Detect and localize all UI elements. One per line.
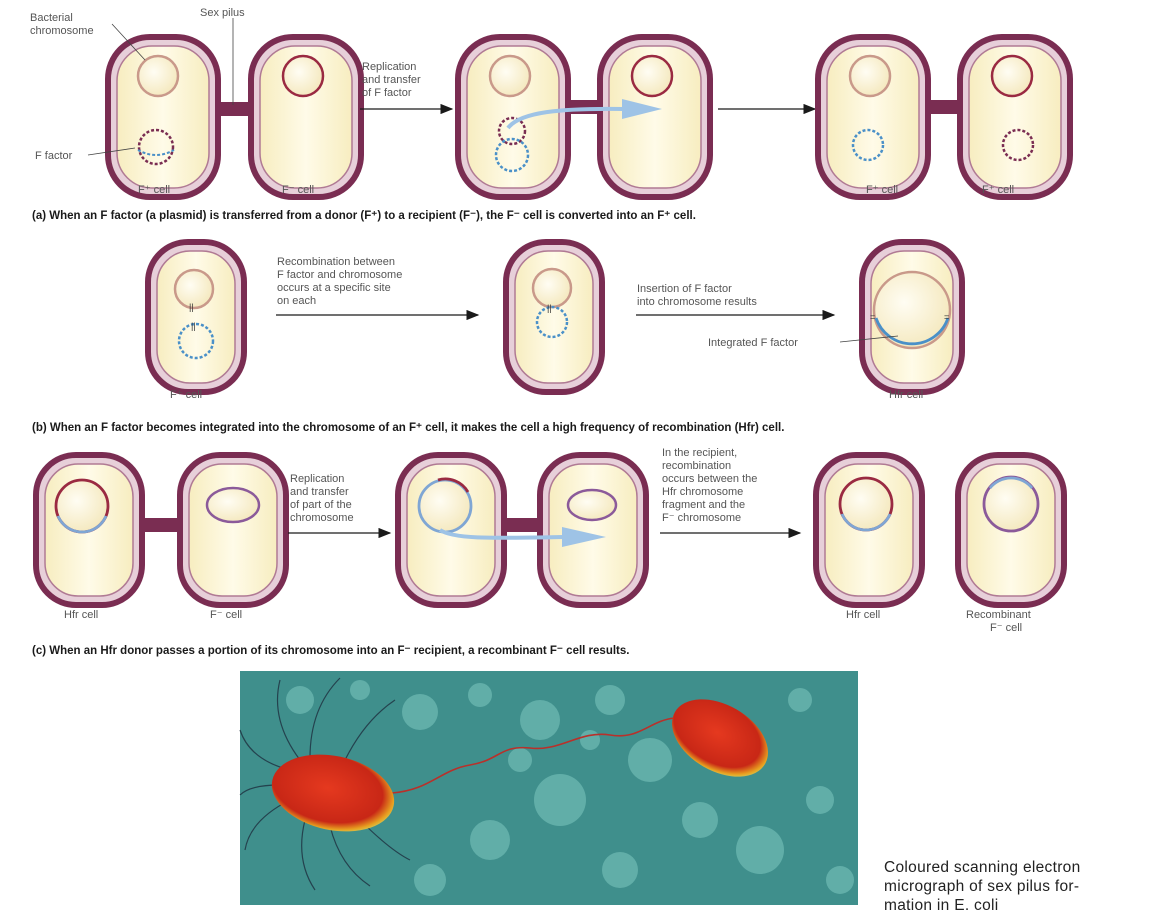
cell-pair-result xyxy=(815,34,1073,200)
label-c-recombinant-2: F⁻ cell xyxy=(990,622,1022,634)
step-c2-line5: fragment and the xyxy=(662,499,745,511)
step-c2-line1: In the recipient, xyxy=(662,447,737,459)
label-integrated-f-factor: Integrated F factor xyxy=(708,337,798,349)
step-c2-line4: Hfr chromosome xyxy=(662,486,743,498)
transfer-arrow-c xyxy=(438,528,566,540)
micrograph-caption-line3: mation in E. coli xyxy=(884,897,999,914)
caption-c: (c) When an Hfr donor passes a portion o… xyxy=(32,645,629,657)
cell-pair-chromosome-transfer xyxy=(395,452,649,608)
step-a1-line2: and transfer xyxy=(362,74,421,86)
bacterial-chromosome xyxy=(136,54,180,98)
integrated-f-factor-segment xyxy=(874,317,950,346)
step-b1-line2: F factor and chromosome xyxy=(277,269,402,281)
panel-c: Hfr cell F⁻ cell Replication and transfe… xyxy=(32,447,1067,657)
step-a1-line1: Replication xyxy=(362,61,416,73)
panel-a: Bacterial chromosome Sex pilus F factor … xyxy=(30,7,1073,222)
label-bacterial-chromosome-2: chromosome xyxy=(30,25,94,37)
micrograph-image xyxy=(239,671,858,905)
recipient-chromosome xyxy=(281,54,325,98)
bacterium-left xyxy=(271,754,395,832)
step-c1-line1: Replication xyxy=(290,473,344,485)
step-b2-line1: Insertion of F factor xyxy=(637,283,732,295)
bacterium-right xyxy=(672,699,768,777)
cell-c-hfr-result xyxy=(813,452,925,608)
svg-text:=: = xyxy=(870,312,875,322)
svg-text:||: || xyxy=(547,303,552,313)
label-sex-pilus: Sex pilus xyxy=(200,7,245,19)
cell-b-hfr: = = xyxy=(859,239,965,395)
label-bacterial-chromosome-1: Bacterial xyxy=(30,12,73,24)
cell-b2: || xyxy=(503,239,605,395)
label-c-hfr-donor: Hfr cell xyxy=(64,609,98,621)
cell-pair-transfer xyxy=(455,34,713,200)
label-b-start-cell: F⁺ cell xyxy=(170,389,202,401)
label-recipient-cell: F⁻ cell xyxy=(282,184,314,196)
micrograph-caption: Coloured scanning electron micrograph of… xyxy=(884,858,1168,915)
step-c1-line4: chromosome xyxy=(290,512,354,524)
cell-c-recombinant xyxy=(955,452,1067,608)
panel-b: || || F⁺ cell Recombination between F fa… xyxy=(32,239,965,434)
label-c-recombinant-1: Recombinant xyxy=(966,609,1031,621)
step-b2-line2: into chromosome results xyxy=(637,296,757,308)
step-b1-line1: Recombination between xyxy=(277,256,395,268)
step-c2-line3: occurs between the xyxy=(662,473,757,485)
label-f-factor: F factor xyxy=(35,150,73,162)
transfer-arrow-a xyxy=(506,106,626,130)
svg-text:=: = xyxy=(944,312,949,322)
step-b1-line3: occurs at a specific site xyxy=(277,282,391,294)
step-c2-line2: recombination xyxy=(662,460,731,472)
f-factor-plasmid xyxy=(137,128,175,166)
sex-pilus xyxy=(391,717,676,794)
cell-pair-hfr-donor xyxy=(33,452,289,608)
cell-pair-donor-recipient xyxy=(105,34,364,200)
label-c-hfr-result: Hfr cell xyxy=(846,609,880,621)
step-c1-line3: of part of the xyxy=(290,499,352,511)
cell-b1: || || xyxy=(145,239,247,395)
step-c1-line2: and transfer xyxy=(290,486,349,498)
label-donor-cell: F⁺ cell xyxy=(138,184,170,196)
label-c-recipient: F⁻ cell xyxy=(210,609,242,621)
step-b1-line4: on each xyxy=(277,295,316,307)
caption-a: (a) When an F factor (a plasmid) is tran… xyxy=(32,210,696,222)
micrograph-caption-line2: micrograph of sex pilus for- xyxy=(884,878,1080,895)
label-result-cell-right: F⁺ cell xyxy=(982,184,1014,196)
step-a1-line3: of F factor xyxy=(362,87,412,99)
label-hfr-cell: Hfr cell xyxy=(889,389,923,401)
svg-text:||: || xyxy=(189,302,194,312)
step-c2-line6: F⁻ chromosome xyxy=(662,512,741,524)
label-result-cell-left: F⁺ cell xyxy=(866,184,898,196)
svg-text:||: || xyxy=(191,321,196,331)
caption-b: (b) When an F factor becomes integrated … xyxy=(32,422,784,434)
micrograph-caption-line1: Coloured scanning electron xyxy=(884,859,1081,876)
